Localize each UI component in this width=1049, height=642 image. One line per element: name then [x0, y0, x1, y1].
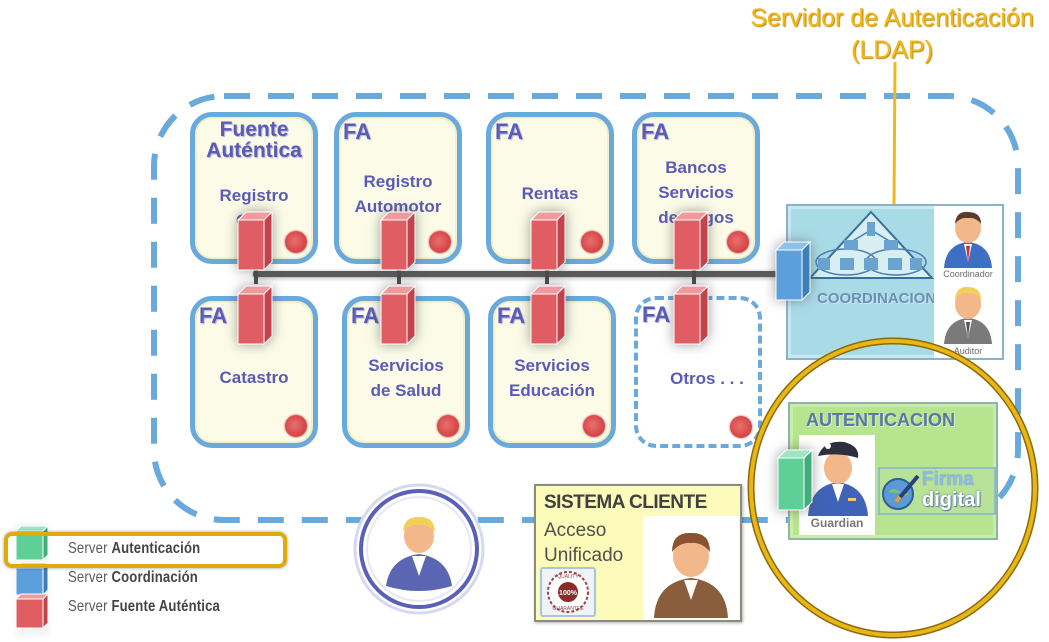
- client-user-avatar-icon: [654, 532, 728, 618]
- firma-label: Firma: [922, 469, 974, 490]
- source-tag: FA: [642, 302, 671, 327]
- client-unified-label: Unificado: [544, 545, 624, 566]
- source-tag: FA: [343, 119, 372, 144]
- seal-icon: [285, 415, 307, 437]
- hierarchy-tree-icon: [807, 210, 935, 279]
- seal-icon: [727, 231, 749, 253]
- fa-server-icon: [672, 210, 710, 272]
- source-name: Catastro: [219, 368, 289, 387]
- fa-server-icon: [529, 284, 567, 346]
- seal-icon: [437, 415, 459, 437]
- seal-icon: [730, 416, 752, 438]
- end-user-node[interactable]: [352, 482, 486, 616]
- legend-item-auth: Server Autenticación: [68, 540, 201, 557]
- seal-icon: [285, 231, 307, 253]
- bus-drop: [397, 262, 401, 284]
- seal-icon: [429, 231, 451, 253]
- coordinator-avatar-icon: [944, 211, 992, 268]
- legend-highlight-box: [4, 532, 287, 568]
- guardian-caption: Guardian: [810, 516, 864, 530]
- source-tag: FA: [641, 119, 670, 144]
- authentication-server-icon: [776, 448, 814, 512]
- title-line-2: (LDAP): [851, 36, 933, 64]
- digital-label: digital: [922, 489, 981, 511]
- bus-drop: [692, 262, 696, 284]
- fa-server-icon: [379, 210, 417, 272]
- legend-item-fa: Server Fuente Auténtica: [68, 598, 221, 615]
- source-card-otros[interactable]: FA Otros . . .: [634, 296, 762, 448]
- seal-icon: [583, 415, 605, 437]
- quality-guarantee-badge: 100% QUALITY GUARANTEE: [540, 567, 596, 617]
- seal-icon: [581, 231, 603, 253]
- bus-drop: [254, 262, 258, 284]
- firma-globe-pen-icon: [882, 474, 920, 510]
- coordination-server-icon: [774, 240, 812, 302]
- source-tag: FA: [351, 303, 380, 328]
- legend-fa-swatch: [14, 592, 50, 630]
- authentication-highlight-ring: [747, 337, 1039, 639]
- quality-seal-icon: 100% QUALITY GUARANTEE: [547, 571, 589, 613]
- source-name: Otros . . .: [670, 369, 744, 388]
- title-line-1: Servidor de Autenticación: [750, 4, 1034, 32]
- client-system-title: SISTEMA CLIENTE: [544, 492, 707, 513]
- auditor-caption: Auditor: [953, 346, 983, 356]
- fa-server-icon: [236, 284, 274, 346]
- quality-seal-top: QUALITY: [557, 574, 579, 580]
- source-tag: FA: [495, 119, 524, 144]
- legend-item-coord: Server Coordinación: [68, 569, 198, 586]
- source-name: Rentas: [521, 184, 579, 203]
- authentication-title: AUTENTICACION: [806, 410, 955, 430]
- source-tag: FA: [497, 303, 526, 328]
- fa-server-icon: [529, 210, 567, 272]
- bus-drop: [545, 262, 549, 284]
- source-tag: FA: [199, 303, 228, 328]
- fa-server-icon: [236, 210, 274, 272]
- guardian-avatar-icon: [808, 441, 868, 516]
- fa-server-icon: [379, 284, 417, 346]
- source-tag: Fuente Auténtica: [206, 118, 302, 162]
- network-bus: [253, 271, 788, 277]
- quality-seal-bottom: GUARANTEE: [552, 606, 584, 612]
- auditor-avatar-icon: [944, 286, 992, 344]
- client-access-label: Acceso: [544, 520, 607, 541]
- coordinator-caption: Coordinador: [943, 269, 993, 279]
- fa-server-icon: [672, 284, 710, 346]
- ldap-server-title: Servidor de Autenticación (LDAP): [735, 2, 1049, 66]
- coordination-label: COORDINACION: [817, 290, 937, 307]
- quality-seal-text: 100%: [559, 590, 578, 597]
